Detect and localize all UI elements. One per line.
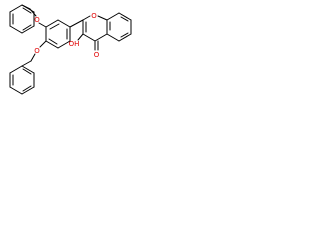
ether-oxygen-2-label: O bbox=[34, 47, 40, 55]
upper-benzyl-ring bbox=[9, 4, 35, 34]
central-phenyl-ring bbox=[45, 19, 71, 49]
carbonyl-oxygen-label: O bbox=[94, 51, 100, 59]
hydroxyl-bond bbox=[77, 33, 84, 41]
ring-oxygen-label: O bbox=[91, 12, 97, 20]
aryl-link-bond bbox=[69, 19, 84, 28]
pyranone-ring bbox=[82, 15, 108, 51]
lower-benzyl-ring bbox=[9, 65, 35, 95]
chromone-benzo-ring bbox=[106, 12, 132, 42]
structure-diagram: O O OH O O bbox=[9, 4, 132, 95]
benzyloxy-lower bbox=[21, 40, 47, 67]
hydroxyl-label: OH bbox=[69, 40, 80, 48]
ether-oxygen-1-label: O bbox=[34, 16, 40, 24]
